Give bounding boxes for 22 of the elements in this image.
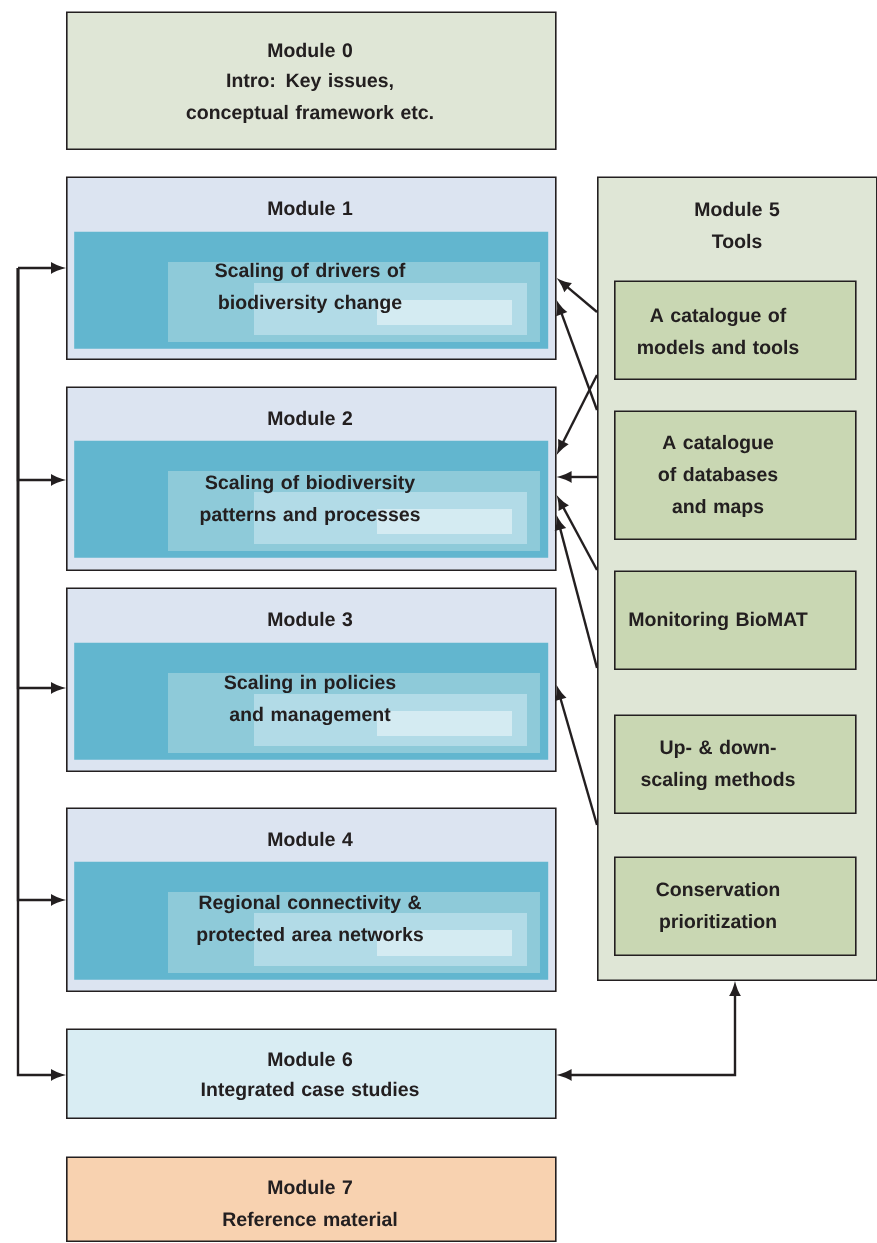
arrow xyxy=(557,374,599,453)
module-box: Module 6 Integrated case studies xyxy=(66,1028,557,1119)
arrow xyxy=(560,471,597,483)
tool-box: A catalogue of databases and maps xyxy=(614,410,857,540)
arrow xyxy=(557,497,599,571)
arrow xyxy=(558,279,598,313)
tool-box: Up- & down- scaling methods xyxy=(614,714,857,814)
tool-box: Conservation prioritization xyxy=(614,856,857,956)
tool-box: Monitoring BioMAT xyxy=(614,570,857,670)
scaling-panel: Scaling of biodiversity patterns and processes xyxy=(74,440,549,558)
arrow xyxy=(555,518,599,669)
arrow xyxy=(556,303,599,411)
module-box: Module 7 Reference material xyxy=(66,1156,557,1242)
arrow xyxy=(555,688,599,826)
arrow xyxy=(18,262,63,274)
scaling-panel: Scaling of drivers of biodiversity change xyxy=(74,231,549,349)
tool-box: A catalogue of models and tools xyxy=(614,280,857,380)
scaling-panel: Scaling in policies and management xyxy=(74,642,549,760)
arrow xyxy=(16,268,63,1081)
scaling-panel: Regional connectivity & protected area networks xyxy=(74,861,549,980)
arrow xyxy=(560,984,741,1081)
module-box: Module 0 Intro: Key issues, conceptual framework etc. xyxy=(66,11,557,150)
